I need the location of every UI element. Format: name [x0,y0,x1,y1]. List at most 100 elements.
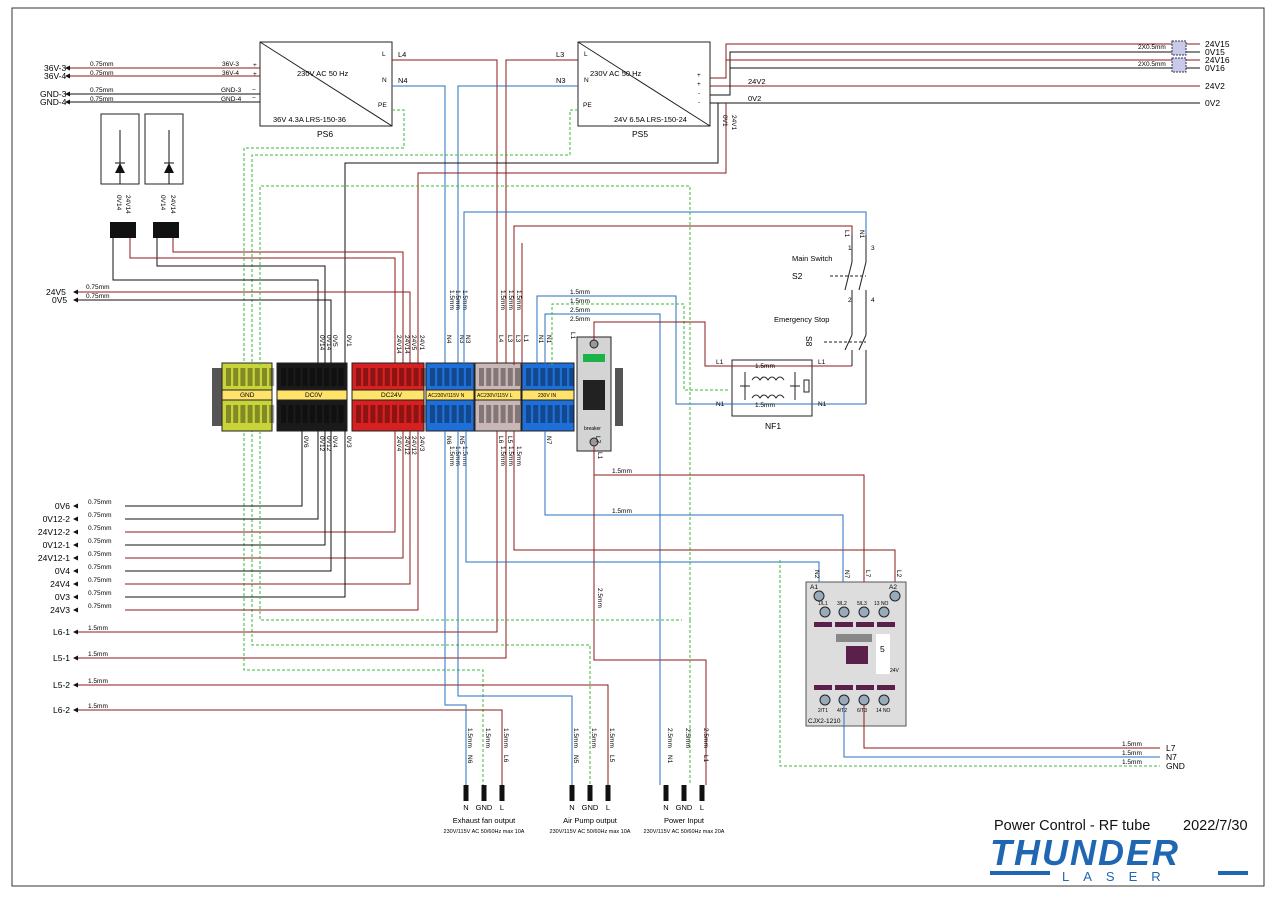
emergency-stop-s8: Emergency Stop S8 [774,315,867,404]
output-label: 0V4 [55,566,70,576]
switch-pin-label: N1 [858,230,865,239]
contactor-cjx2: A1 1/L1 3/L2 5/L3 13 NO A2 2/T1 4/T2 6/T… [805,570,907,727]
ps5-pin-pe: PE [583,102,592,109]
terminal-slot [554,405,560,423]
filter-port: N1 [716,401,725,408]
terminal-slot [526,368,531,386]
terminal-block-gnd: GND [221,362,273,432]
wire-size: 1.5mm [1122,741,1142,748]
connector-spec: 230V/115V AC 50/60Hz max 10A [550,829,631,835]
output-label-gnd-4: GND-4 [40,97,67,107]
switch-pin-label: 1 [848,245,852,252]
wire-size: 0.75mm [88,525,111,532]
terminal-slot [370,405,376,423]
terminal-slot [554,368,560,386]
estop-ref: S8 [804,336,814,347]
wire-size: 0.75mm [88,564,111,571]
ps5-pin-n: N [584,77,589,84]
ps6-terminal-label: 36V-4 [222,70,239,77]
terminal-slot [356,405,361,423]
wire-size: 0.75mm [90,61,113,68]
connector-pin-label: GND [676,803,693,812]
wire-size: 2.5mm [596,588,603,608]
ps6-name: PS6 [317,129,333,139]
contactor-pin: A1 [810,584,818,591]
output-label: 24V4 [50,579,70,589]
ps6-pin-pe: PE [378,102,387,109]
main-switch-ref: S2 [792,271,803,281]
terminal-slot [254,405,260,423]
terminal-top-label: L1 [522,335,529,343]
connector-pin [663,785,669,801]
indicator-wire-label: 24V14 [124,195,131,214]
power-supply-ps5: 230V AC 50 Hz 24V 6.5A LRS-150-24 PS5 L … [577,41,711,139]
ps6-terminal-label: GND-3 [221,87,242,94]
terminal-group-label: AC230V/115V N [428,393,465,399]
arrow-icon [73,629,78,635]
terminal-slot [458,368,464,386]
wire-size: 1.5mm [570,289,590,296]
indicator-lamp-2: 0V14 24V14 [144,113,184,238]
arrow-icon [73,555,78,561]
terminal-block-ac-n: AC230V/115V N [425,362,475,432]
arrow-icon [73,542,78,548]
contactor-model: CJX2-1210 [808,718,841,725]
terminal-slot [247,368,253,386]
thunder-logo: THUNDER [990,832,1180,873]
wire-size: 1.5mm [461,446,468,466]
terminal-slot [302,405,308,423]
terminal-slot [262,368,267,386]
contactor-coil: 24V [890,668,900,674]
terminal-slot [526,405,531,423]
terminal-slot [247,405,253,423]
output-label-0v15: 0V15 [1205,47,1225,57]
indicator-wire-label: 0V14 [115,195,122,211]
terminal-slot [437,405,443,423]
circuit-breaker: breaker L1 L1 [569,332,612,460]
ps6-rating-label: 36V 4.3A LRS-150-36 [273,115,346,124]
connector-pin-label: GND [476,803,493,812]
wire-size: 2X0.5mm [1138,44,1166,51]
terminal-top-label: 0V1 [345,335,352,347]
ps6-pin-minus-2: − [252,95,256,102]
terminal-slot [515,405,520,423]
terminal-top-label: L3 [514,335,521,343]
wire-size: 0.75mm [90,87,113,94]
contactor-side-label: 5 [880,644,885,654]
contactor-outputs: 1.5mm 1.5mm 1.5mm L7 N7 GND [779,560,1185,771]
output-label-0v5: 0V5 [52,295,67,305]
diagram-date: 2022/7/30 [1183,818,1248,834]
output-label-gnd-3: GND-3 [40,89,67,99]
terminal-bottom-label: L5 [506,436,513,444]
terminal-group-label: DC0V [305,392,323,399]
terminal-bottom-label: N7 [545,436,552,445]
wire-label-n3: N3 [556,76,566,85]
terminal-bottom-label: N6 [445,436,452,445]
terminal-slot [466,405,471,423]
connector-pin [699,785,705,801]
arrow-icon [73,707,78,713]
arrow-icon [73,594,78,600]
output-label-l7: L7 [1166,743,1176,753]
terminal-top-label: L3 [506,335,513,343]
terminal-bottom-label: 0V6 [302,436,309,448]
filter-name: NF1 [765,421,781,431]
terminal-slot [500,368,506,386]
terminal-slot [392,368,397,386]
wire-size: 1.5mm [612,468,632,475]
switch-pin-label: 2 [848,297,852,304]
terminal-slot [281,368,286,386]
terminal-slot [486,405,492,423]
connector-pin-label: L [700,803,704,812]
connector-pin-label: N [569,803,574,812]
wire-label: 24V2 [748,77,766,86]
terminal-slot [226,368,231,386]
output-label: 0V12-2 [43,514,71,524]
terminal-group-label: DC24V [381,392,403,399]
terminal-slot [240,405,246,423]
contactor-pin: 6/T3 [857,708,867,714]
wire-size: 1.5mm [570,298,590,305]
ps6-input-label: 230V AC 50 Hz [297,69,349,78]
